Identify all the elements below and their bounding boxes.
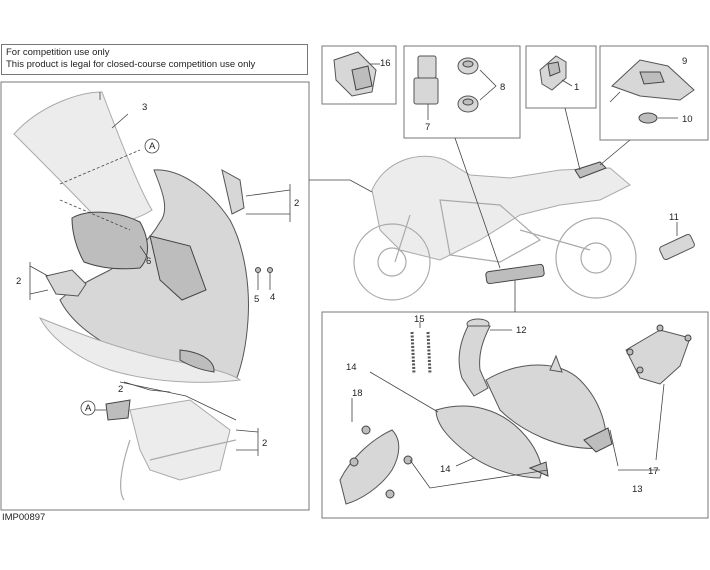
- bracket-parts-2: [29, 169, 291, 300]
- detail-box-16: [321, 45, 397, 105]
- callout-14-top: 14: [346, 362, 357, 373]
- leader-3: [111, 113, 129, 129]
- motorcycle-outline: [353, 155, 637, 301]
- tail-part-on-bike: [574, 161, 607, 179]
- callout-2-lower-right: 2: [262, 438, 267, 449]
- screws-4-5: [255, 267, 273, 290]
- ref-circle-a-top: [144, 138, 160, 154]
- callout-10: 10: [682, 114, 693, 125]
- detail-box-1: [525, 45, 597, 109]
- leader-6: [139, 245, 149, 259]
- callout-6: 6: [146, 256, 151, 267]
- part-16-plug: [333, 51, 380, 97]
- callout-17: 17: [648, 466, 659, 477]
- part-13-silencer: [485, 354, 613, 453]
- callout-12: 12: [516, 325, 527, 336]
- leader-1: [564, 107, 581, 171]
- part-17-bracket: [609, 324, 692, 471]
- part-11-usb-key: [659, 222, 695, 261]
- detail-box-9-10: [599, 45, 709, 141]
- ref-letter-a-bottom: A: [85, 403, 92, 414]
- part-9-bracket: [609, 59, 695, 124]
- ref-circle-a-bottom: [80, 400, 96, 416]
- lower-subframe: [105, 381, 259, 501]
- ref-letter-a-top: A: [149, 141, 156, 152]
- front-fairing: [38, 169, 249, 383]
- callout-18: 18: [352, 388, 363, 399]
- callout-15: 15: [414, 314, 425, 325]
- callout-14-bottom: 14: [440, 464, 451, 475]
- exhaust-on-bike: [485, 263, 545, 285]
- callout-5: 5: [254, 294, 259, 305]
- windscreen-part-3: [13, 91, 153, 227]
- rear-wheel: [555, 217, 637, 299]
- notice-line-1: For competition use only: [6, 47, 110, 58]
- callout-1: 1: [574, 82, 579, 93]
- routing-line-b: [59, 199, 131, 231]
- part-18-guard: [339, 398, 549, 505]
- callout-9: 9: [682, 56, 687, 67]
- part-10-grommet: [638, 112, 658, 124]
- drawing-code: IMP00897: [2, 512, 46, 523]
- leader-7-8: [454, 137, 501, 269]
- fairing-panel: [0, 81, 310, 511]
- routing-line-a: [59, 149, 141, 185]
- callout-2-lower-left: 2: [118, 384, 123, 395]
- callout-11: 11: [669, 212, 679, 223]
- part-7-connector: [413, 55, 439, 120]
- competition-notice: For competition use only This product is…: [1, 44, 308, 75]
- notice-line-2: This product is legal for closed-course …: [6, 59, 256, 70]
- callout-2-top-right: 2: [294, 198, 299, 209]
- detail-box-7-8: [403, 45, 521, 139]
- callout-3: 3: [142, 102, 147, 113]
- front-wheel: [353, 223, 431, 301]
- callout-4: 4: [270, 292, 275, 303]
- part-8-grommets: [457, 57, 497, 113]
- leader-9: [599, 139, 631, 166]
- callout-2-left: 2: [16, 276, 21, 287]
- callout-16: 16: [380, 58, 391, 69]
- leader-fairing-bike: [309, 179, 373, 193]
- part-1-sensor: [539, 55, 573, 91]
- callout-13: 13: [632, 484, 643, 495]
- part-15-springs: [410, 322, 432, 375]
- callout-7: 7: [425, 122, 430, 133]
- callout-8: 8: [500, 82, 505, 93]
- part-14-heatshield: [369, 371, 549, 479]
- part-12-manifold: [458, 318, 512, 397]
